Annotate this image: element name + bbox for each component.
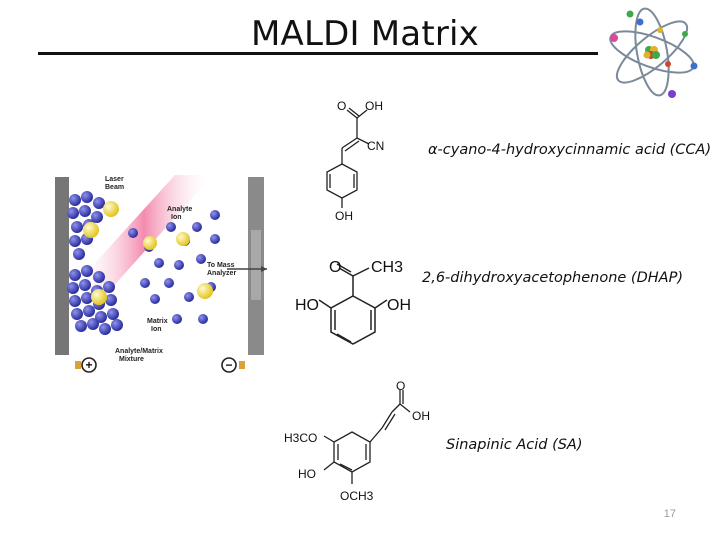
sa-oh-acid-label: OH — [412, 409, 430, 423]
sa-caption: Sinapinic Acid (SA) — [446, 437, 583, 453]
minus-sign: − — [225, 358, 232, 372]
sa-och3-label: OCH3 — [340, 489, 374, 503]
matrix-cluster-upper — [67, 191, 119, 260]
cca-oh-bottom-label: OH — [335, 209, 353, 223]
title-underline — [38, 52, 598, 55]
laser-beam — [75, 175, 213, 300]
structure-cca: O OH CN OH — [326, 99, 384, 223]
cca-cn-label: CN — [367, 139, 384, 153]
structure-sa: O OH H3CO HO OCH3 — [284, 379, 430, 503]
dhap-ho-label: HO — [295, 297, 319, 314]
cca-oh-top-label: OH — [365, 99, 383, 113]
dhap-oh-label: OH — [387, 297, 411, 314]
sa-o-label: O — [396, 379, 405, 393]
dhap-o-label: O — [329, 259, 341, 276]
dhap-caption: 2,6-dihydroxyacetophenone (DHAP) — [422, 270, 683, 286]
structure-dhap: O CH3 HO OH — [295, 259, 411, 345]
dhap-ch3-label: CH3 — [371, 259, 403, 276]
flying-ions — [128, 210, 220, 324]
sa-ho-label: HO — [298, 467, 316, 481]
atom-icon — [609, 7, 698, 98]
cca-o-label: O — [337, 99, 346, 113]
matrix-cluster-lower — [67, 265, 123, 335]
cca-caption: α-cyano-4-hydroxycinnamic acid (CCA) — [428, 142, 712, 158]
plus-sign: + — [85, 358, 92, 372]
left-electrode — [55, 177, 69, 355]
page-number: 17 — [663, 508, 676, 520]
slide-title: MALDI Matrix — [251, 14, 479, 54]
sa-h3co-label: H3CO — [284, 431, 317, 445]
